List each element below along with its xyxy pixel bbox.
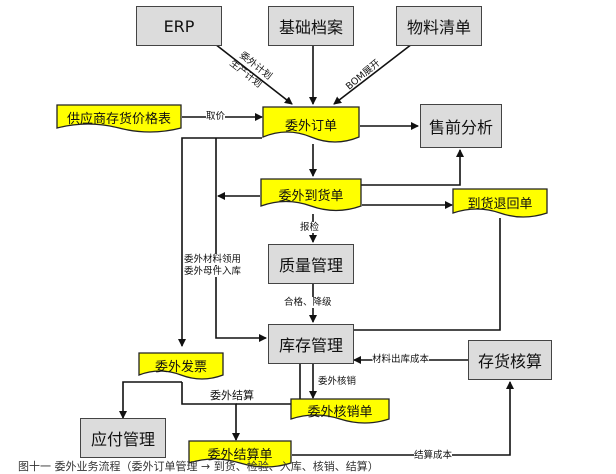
label-material-out-cost: 材料出库成本: [372, 354, 430, 365]
document-shape: [188, 440, 292, 468]
document-shape: [290, 398, 390, 424]
stock-accounting-node[interactable]: 存货核算: [468, 340, 552, 380]
document-shape: [452, 188, 548, 218]
outsource-arrival-doc[interactable]: 委外到货单: [260, 178, 362, 214]
outsource-arrival-label: 委外到货单: [278, 188, 344, 204]
label-qualified-downgrade: 合格、降级: [284, 297, 332, 308]
outsource-settlement-doc[interactable]: 委外结算单: [188, 440, 292, 470]
label-material-issue: 委外材料领用: [184, 254, 242, 265]
edge-settlement-accounting: [292, 381, 514, 456]
label-fetch-price: 取价: [206, 111, 226, 122]
document-shape: [138, 352, 224, 380]
edge-order-inventory: [215, 138, 267, 342]
edge-erp-order: [214, 43, 293, 105]
payables-mgmt-node[interactable]: 应付管理: [80, 418, 166, 458]
erp-node-label: ERP: [163, 16, 195, 36]
quality-mgmt-label: 质量管理: [278, 256, 343, 275]
edge-invoice-settlement: [181, 382, 240, 441]
edge-bom-order: [333, 43, 413, 105]
presale-analysis-label: 售前分析: [428, 118, 493, 137]
edge-invoice-payables: [119, 381, 182, 419]
edge-order-invoice: [178, 137, 262, 347]
inventory-mgmt-label: 库存管理: [278, 336, 343, 355]
label-parent-receipt: 委外母件入库: [184, 266, 242, 277]
basic-archive-node[interactable]: 基础档案: [268, 6, 354, 46]
outsource-writeoff-doc[interactable]: 委外核销单: [290, 398, 390, 426]
basic-archive-node-label: 基础档案: [278, 18, 343, 37]
document-shape: [56, 104, 182, 133]
label-inspection: 报检: [300, 222, 320, 233]
document-shape: [260, 178, 362, 212]
outsource-order-doc[interactable]: 委外订单: [262, 106, 360, 146]
payables-mgmt-label: 应付管理: [90, 430, 155, 449]
document-shape: [262, 106, 360, 143]
bom-node[interactable]: 物料清单: [396, 6, 482, 46]
inventory-mgmt-node[interactable]: 库存管理: [268, 324, 354, 364]
label-settlement-cost: 结算成本: [414, 450, 453, 461]
supplier-price-list-doc[interactable]: 供应商存货价格表: [56, 104, 182, 134]
figure-caption: 图十一 委外业务流程（委外订单管理 → 到货、检验、入库、核销、结算）: [18, 460, 379, 473]
edge-arrival-presale: [360, 149, 464, 186]
label-outsource-writeoff: 委外核销: [318, 376, 357, 387]
return-note-doc[interactable]: 到货退回单: [452, 188, 548, 220]
bom-node-label: 物料清单: [406, 18, 471, 37]
outsource-invoice-label: 委外发票: [154, 359, 207, 375]
supplier-price-list-label: 供应商存货价格表: [66, 111, 171, 127]
edge-return-inventory: [352, 218, 501, 331]
quality-mgmt-node[interactable]: 质量管理: [268, 244, 354, 284]
outsource-order-label: 委外订单: [284, 118, 337, 134]
erp-node[interactable]: ERP: [136, 6, 222, 46]
stock-accounting-label: 存货核算: [477, 352, 542, 371]
outsource-settlement-label: 委外结算单: [207, 447, 273, 463]
label-outsource-settle: 委外结算: [210, 389, 254, 402]
return-note-label: 到货退回单: [467, 196, 533, 212]
presale-analysis-node[interactable]: 售前分析: [420, 104, 502, 148]
outsource-writeoff-label: 委外核销单: [307, 404, 373, 420]
outsource-invoice-doc[interactable]: 委外发票: [138, 352, 224, 382]
